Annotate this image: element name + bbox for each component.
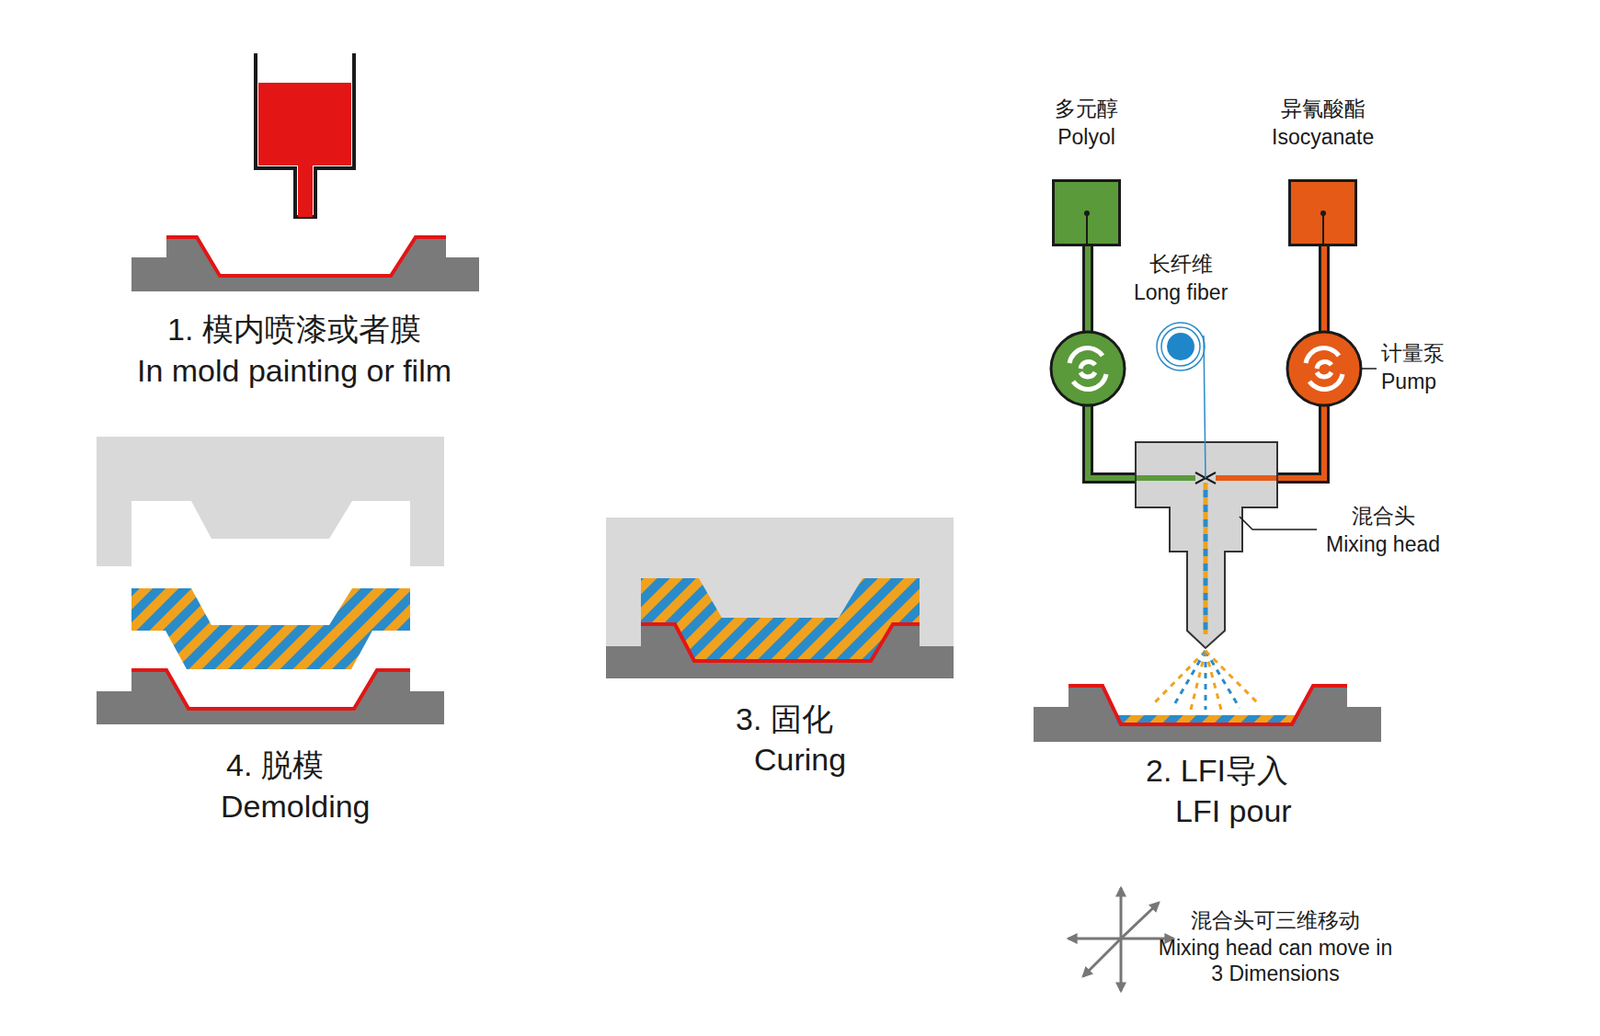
mixing-head bbox=[1135, 442, 1278, 649]
outlet-line bbox=[1322, 213, 1325, 245]
mix-stream bbox=[1203, 482, 1209, 635]
upper-mold bbox=[605, 517, 954, 679]
step-caption: Demolding bbox=[220, 788, 371, 826]
paint-layer bbox=[640, 624, 920, 662]
mold-base bbox=[605, 624, 954, 679]
fiber-layer bbox=[1116, 715, 1297, 724]
step-caption: LFI pour bbox=[1175, 792, 1292, 831]
mold-base bbox=[131, 237, 480, 292]
tank-label: 多元醇 bbox=[1054, 94, 1119, 124]
molded-part bbox=[131, 588, 411, 670]
tank-label: Polyol bbox=[1057, 123, 1116, 152]
tank-box bbox=[1288, 179, 1358, 247]
fiber-strand bbox=[1203, 335, 1206, 479]
mix-stream bbox=[1203, 490, 1209, 635]
step-caption: 4. 脱模 bbox=[226, 746, 324, 785]
pump-icon bbox=[1305, 348, 1343, 390]
isocyanate-tank: 异氰酸酯Isocyanate bbox=[1271, 94, 1374, 247]
paint-layer bbox=[1068, 685, 1348, 725]
paint-fill bbox=[258, 82, 352, 218]
leader-line bbox=[1361, 367, 1377, 370]
paint-container bbox=[255, 53, 355, 218]
tank-label: 异氰酸酯 bbox=[1280, 94, 1366, 124]
outlet-dot bbox=[1320, 210, 1326, 217]
mold-base bbox=[1033, 685, 1382, 743]
part-label: Pump bbox=[1381, 369, 1437, 396]
fiber-spool bbox=[1166, 332, 1195, 361]
note: Mixing head can move in 3 Dimensions bbox=[1151, 936, 1400, 987]
part-label: 长纤维 bbox=[1149, 251, 1213, 278]
part-label: Long fiber bbox=[1133, 280, 1228, 307]
step-caption: In mold painting or film bbox=[137, 352, 452, 390]
3d-motion-arrows bbox=[1068, 888, 1174, 992]
pump-icon bbox=[1069, 348, 1107, 390]
upper-mold bbox=[96, 436, 445, 567]
polyol-pipe bbox=[1136, 475, 1196, 481]
step-caption: 1. 模内喷漆或者膜 bbox=[167, 310, 422, 349]
paint-layer bbox=[131, 670, 411, 709]
note: 混合头可三维移动 bbox=[1190, 908, 1360, 935]
spray bbox=[1154, 651, 1258, 710]
isocyanate-pipe bbox=[1215, 475, 1277, 481]
part-label: 计量泵 bbox=[1381, 341, 1445, 367]
step-caption: 2. LFI导入 bbox=[1145, 752, 1289, 790]
outlet-dot bbox=[1084, 210, 1090, 217]
metering-pump bbox=[1287, 331, 1361, 406]
fiber-spool bbox=[1161, 327, 1200, 366]
fiber-spool bbox=[1156, 322, 1205, 371]
metering-pump bbox=[1051, 331, 1125, 406]
tank-label: Isocyanate bbox=[1271, 123, 1374, 152]
step-caption: 3. 固化 bbox=[735, 700, 834, 739]
mold-base bbox=[96, 670, 445, 725]
step-caption: Curing bbox=[754, 741, 846, 779]
polyol-tank: 多元醇Polyol bbox=[1051, 94, 1121, 247]
part-label: 混合头 bbox=[1351, 503, 1416, 530]
outlet-line bbox=[1085, 213, 1088, 245]
part-label: Mixing head bbox=[1325, 532, 1440, 559]
tank-box bbox=[1051, 179, 1121, 247]
leader-line bbox=[1239, 516, 1317, 530]
paint-layer bbox=[166, 237, 446, 276]
